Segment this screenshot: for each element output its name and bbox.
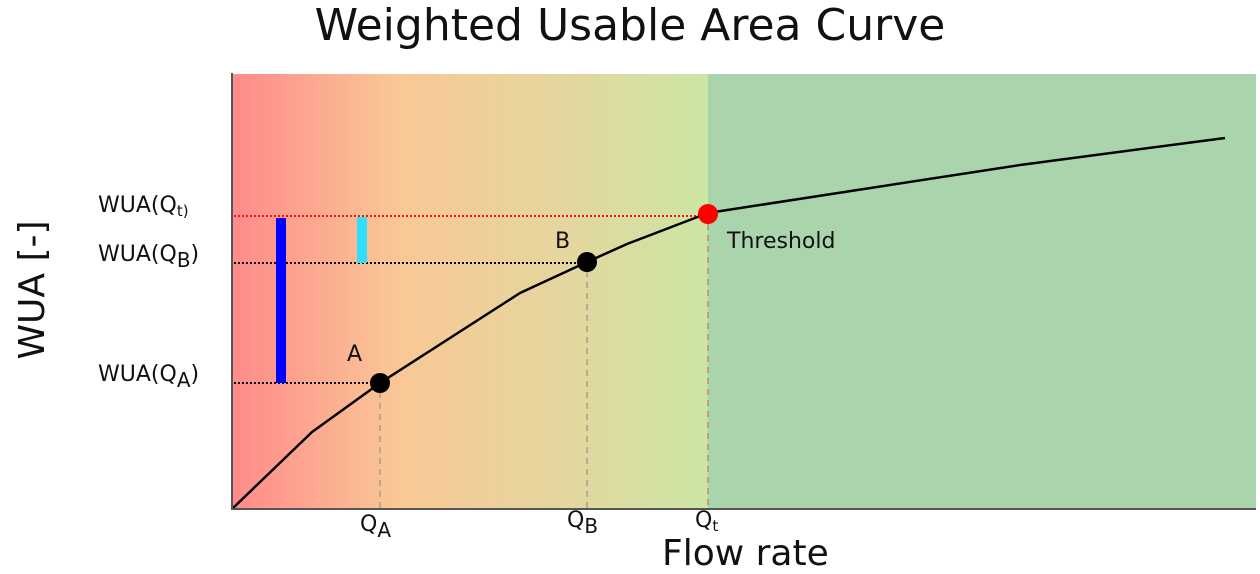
chart-title: Weighted Usable Area Curve <box>314 0 946 51</box>
xtick-qt: Qt <box>695 508 718 534</box>
ytick-sub: A <box>176 368 191 392</box>
threshold-marker <box>698 204 718 224</box>
ytick-text: WUA(Q <box>98 242 177 267</box>
xtick-text: Q <box>695 508 713 533</box>
point-a-label: A <box>347 342 363 367</box>
xtick-sub: B <box>584 514 599 538</box>
deficit-bar-b <box>357 217 367 263</box>
ytick-sub: t) <box>176 202 189 220</box>
y-axis-label: WUA [-] <box>12 220 53 360</box>
xtick-sub: t <box>712 517 719 535</box>
xtick-qb: QB <box>567 508 598 536</box>
deficit-bar-a <box>276 218 286 383</box>
point-a-marker <box>370 373 390 393</box>
ytick-close: ) <box>190 362 200 387</box>
point-b-marker <box>577 252 597 272</box>
optimal-zone <box>708 74 1256 509</box>
point-b-label: B <box>555 229 571 254</box>
xtick-qa: QA <box>360 512 391 540</box>
ytick-wua-qt: WUA(Qt) <box>98 193 189 219</box>
ytick-sub: B <box>176 248 191 272</box>
threshold-label: Threshold <box>727 229 836 254</box>
xtick-text: Q <box>360 512 378 537</box>
ytick-close: ) <box>190 242 200 267</box>
ytick-text: WUA(Q <box>98 362 177 387</box>
xtick-text: Q <box>567 508 585 533</box>
ytick-wua-qb: WUA(QB) <box>98 242 200 270</box>
x-axis-label: Flow rate <box>662 533 829 574</box>
suboptimal-zone <box>232 74 708 509</box>
xtick-sub: A <box>377 518 392 542</box>
ytick-wua-qa: WUA(QA) <box>98 362 200 390</box>
ytick-text: WUA(Q <box>98 193 177 218</box>
